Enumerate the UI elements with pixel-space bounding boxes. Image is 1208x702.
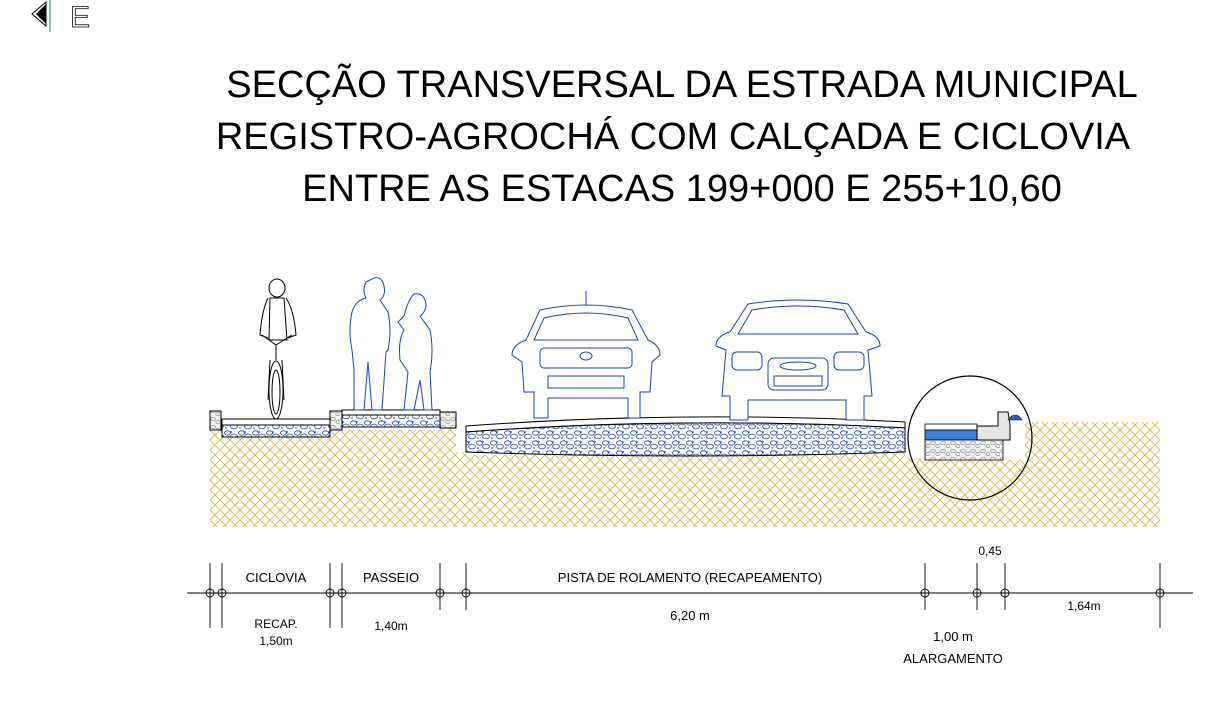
corner-mark-label: E xyxy=(70,1,90,34)
alargamento-label: ALARGAMENTO xyxy=(903,651,1002,666)
guia-width: 0,45 xyxy=(978,544,1002,558)
pista-pavement xyxy=(465,416,906,457)
car-front-icon xyxy=(715,299,881,421)
detail-circle-icon xyxy=(907,375,1033,501)
pedestrians-icon xyxy=(349,277,433,411)
alargamento-pavement xyxy=(924,411,1023,461)
pista-width: 6,20 m xyxy=(670,608,710,623)
passeio-label: PASSEIO xyxy=(363,570,419,585)
title-line-2: REGISTRO-AGROCHÁ COM CALÇADA E CICLOVIA xyxy=(216,115,1131,158)
ciclovia-note: RECAP. xyxy=(254,617,297,631)
title-line-3: ENTRE AS ESTACAS 199+000 E 255+10,60 xyxy=(302,168,1062,210)
ciclovia-label: CICLOVIA xyxy=(246,570,307,585)
pista-label: PISTA DE ROLAMENTO (RECAPEAMENTO) xyxy=(558,570,822,585)
ciclovia-width: 1,50m xyxy=(259,634,292,648)
cyclist-icon xyxy=(259,278,297,420)
ciclovia-pavement xyxy=(209,410,343,438)
lateral-width: 1,64m xyxy=(1067,599,1100,613)
passeio-pavement xyxy=(341,409,457,429)
north-arrow-icon xyxy=(31,0,51,32)
car-rear-icon xyxy=(511,291,661,419)
soil-layer xyxy=(210,422,1160,527)
dimension-line xyxy=(187,563,1193,628)
passeio-width: 1,40m xyxy=(374,619,407,633)
alargamento-width: 1,00 m xyxy=(933,629,973,644)
title-line-1: SECÇÃO TRANSVERSAL DA ESTRADA MUNICIPAL xyxy=(226,63,1138,106)
